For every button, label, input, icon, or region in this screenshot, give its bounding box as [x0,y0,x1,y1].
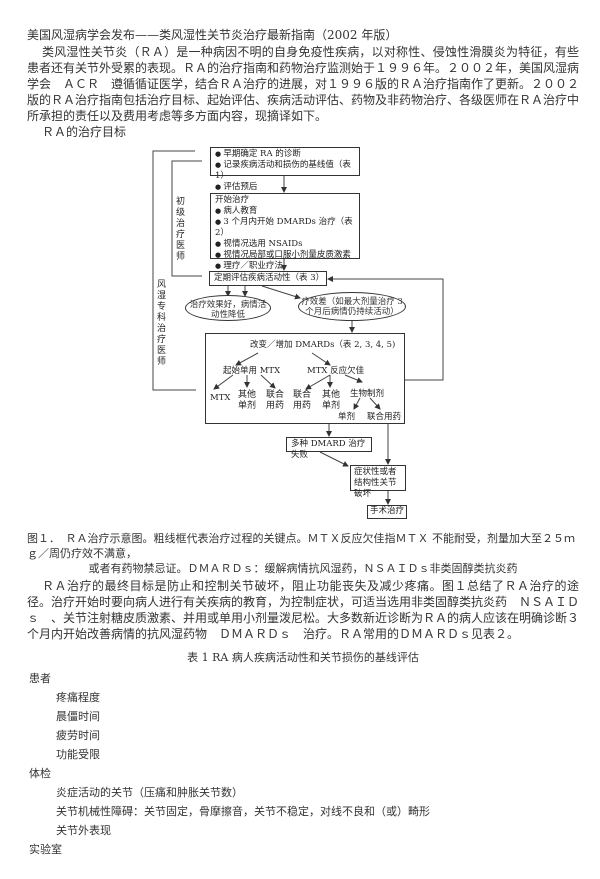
specialist-label: 风湿专科治疗医师 [157,280,167,367]
combo-label: 联合用药 [367,412,402,422]
box2-item: 视情况选用 NSAIDs [215,239,355,250]
start-treatment-box: 开始治疗 病人教育 3 个月内开始 DMARDs 治疗（表 2） 视情况选用 N… [210,193,360,271]
intro-paragraph: 类风湿性关节炎（ＲＡ）是一种病因不明的自身免疫性疾病，以对称性、侵蚀性滑膜炎为特… [27,45,580,123]
table-item: 炎症活动的关节（压痛和肿胀关节数） [56,786,243,799]
table-item: 疼痛程度 [56,691,100,704]
box2-item: 病人教育 [215,206,355,217]
flowchart-connectors [152,150,444,505]
baseline-assessment-table: 患者 疼痛程度 晨僵时间 疲劳时间 功能受限 体检 炎症活动的关节（压痛和肿胀关… [27,669,579,859]
box2-title: 开始治疗 [215,195,250,205]
table-item: 关节机械性障碍：关节固定，骨摩擦音，关节不稳定，对线不良和（或）畸形 [56,805,430,818]
biologic-label: 生物制剂 [350,389,385,399]
change-dmards-title: 改变／增加 DMARDs（表 2, 3, 4, 5) [250,340,396,350]
document-title: 美国风湿病学会发布——类风湿性关节炎治疗最新指南（2002 年版） [27,28,398,42]
box1-item: 评估预后 [215,182,355,193]
box2-item: 视情况局部或口服小剂量皮质激素 [215,250,355,261]
other-single-label: 其他单剂 [238,390,257,411]
table-item: 功能受限 [56,748,100,761]
diagnosis-box: 早期确定 RA 的诊断 记录疾病活动和损伤的基线值（表 1） 评估预后 [210,147,360,192]
table-group-label: 患者 [29,672,51,685]
mtx-label: MTX [210,393,231,403]
table-item: 晨僵时间 [56,710,100,723]
joint-damage-box: 症状性或者结构性关节破坏 [350,465,406,499]
combo-label: 联合用药 [293,390,312,411]
body-paragraph: ＲＡ治疗的最终目标是防止和控制关节破坏，阻止功能丧失及减少疼痛。图１总结了ＲＡ治… [27,579,580,641]
box1-item: 记录疾病活动和损伤的基线值（表 1） [215,160,355,182]
multi-dmard-failure-box: 多种 DMARD 治疗失败 [286,437,372,460]
change-dmards-box [205,333,405,424]
surgery-box: 手术治疗 [367,505,407,519]
start-mtx-label: 起始单用 MTX [223,366,281,376]
poor-response-ellipse: 疗效差（如最大剂量治疗 3 个月后病情仍持续活动） [298,292,406,321]
table-group-label: 体检 [29,767,51,780]
specialist-bracket [152,150,196,391]
box1-item: 早期确定 RA 的诊断 [215,149,355,160]
primary-bracket [171,160,202,277]
table-title: 表 1 RA 病人疾病活动性和关节损伤的基线评估 [187,651,419,664]
single-agent-label: 单剂 [338,412,356,422]
other-single-label: 其他单剂 [322,390,341,411]
table-item: 疲劳时间 [56,729,100,742]
mtx-poor-label: MTX 反应欠佳 [307,366,365,376]
ra-treatment-flowchart: 早期确定 RA 的诊断 记录疾病活动和损伤的基线值（表 1） 评估预后 开始治疗… [0,140,600,525]
periodic-assessment-box: 定期评估疾病活动性（表 3） [209,271,327,286]
figure-caption-line-1: 图１． ＲＡ治疗示意图。粗线框代表治疗过程的关键点。ＭＴＸ反应欠佳指ＭＴＸ 不能… [27,532,575,560]
box2-item: 理疗／职业疗法 [215,261,355,272]
box2-item: 3 个月内开始 DMARDs 治疗（表 2） [215,217,355,239]
combo-label: 联合用药 [266,390,285,411]
figure-caption-line-2: 或者有药物禁忌证。ＤＭＡＲＤｓ：缓解病情抗风湿药，ＮＳＡＩＤｓ非类固醇类抗炎药 [88,562,518,575]
primary-physician-label: 初级治疗医师 [176,197,186,262]
good-response-ellipse: 治疗效果好，病情活动性降低 [185,295,271,321]
table-item: 关节外表现 [56,824,111,837]
section-heading: ＲＡ的治疗目标 [42,125,127,139]
